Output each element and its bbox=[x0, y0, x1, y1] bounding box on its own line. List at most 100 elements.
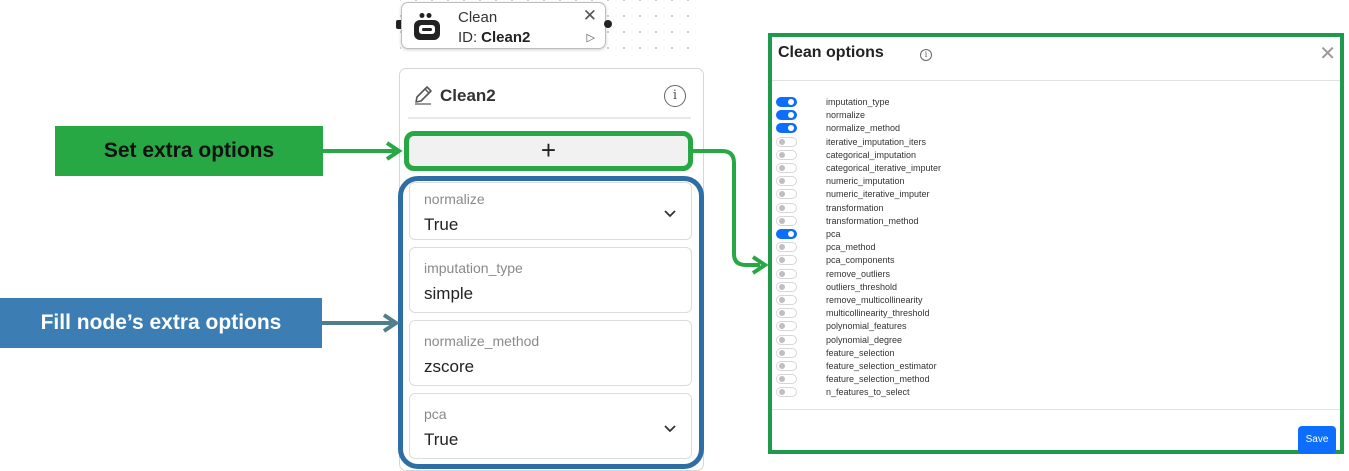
divider bbox=[772, 409, 1340, 410]
toggle-knob bbox=[788, 231, 794, 237]
option-row[interactable]: multicollinearity_threshold bbox=[776, 307, 1076, 320]
field-value: zscore bbox=[424, 357, 475, 376]
option-row[interactable]: iterative_imputation_iters bbox=[776, 136, 1076, 149]
option-toggle[interactable] bbox=[776, 347, 797, 358]
play-icon[interactable]: ▷ bbox=[586, 32, 595, 44]
toggle-knob bbox=[779, 217, 785, 224]
toggle-knob bbox=[779, 138, 785, 145]
save-button[interactable]: Save bbox=[1298, 426, 1336, 454]
toggle-knob bbox=[779, 257, 785, 264]
node-type-label: Clean bbox=[458, 9, 498, 26]
option-toggle[interactable] bbox=[776, 189, 797, 200]
option-label: pca_components bbox=[826, 255, 895, 266]
option-row[interactable]: numeric_imputation bbox=[776, 175, 1076, 188]
toggle-knob bbox=[779, 178, 785, 185]
option-row[interactable]: feature_selection_method bbox=[776, 373, 1076, 386]
option-row[interactable]: polynomial_degree bbox=[776, 334, 1076, 347]
field-label: normalize bbox=[424, 191, 485, 207]
option-row[interactable]: transformation bbox=[776, 202, 1076, 215]
toggle-knob bbox=[779, 297, 785, 303]
toggle-knob bbox=[779, 310, 785, 317]
option-toggle[interactable] bbox=[776, 215, 797, 226]
option-row[interactable]: polynomial_features bbox=[776, 320, 1076, 333]
option-row[interactable]: feature_selection bbox=[776, 347, 1076, 360]
option-toggle[interactable] bbox=[776, 149, 797, 160]
field-label: normalize_method bbox=[424, 333, 540, 349]
option-toggle[interactable] bbox=[776, 110, 797, 121]
option-row[interactable]: normalize_method bbox=[776, 122, 1076, 135]
option-toggle[interactable] bbox=[776, 202, 797, 213]
option-toggle[interactable] bbox=[776, 321, 797, 332]
toggle-knob bbox=[779, 270, 785, 277]
option-row[interactable]: normalize bbox=[776, 109, 1076, 122]
chevron-down-icon[interactable] bbox=[663, 207, 677, 221]
field-value: True bbox=[424, 430, 459, 449]
option-row[interactable]: imputation_type bbox=[776, 96, 1076, 109]
close-icon[interactable]: ✕ bbox=[1319, 43, 1336, 65]
panel-title[interactable]: Clean2 bbox=[440, 86, 496, 105]
option-toggle[interactable] bbox=[776, 281, 797, 292]
node-input-handle[interactable] bbox=[396, 20, 403, 29]
option-row[interactable]: feature_selection_estimator bbox=[776, 360, 1076, 373]
option-row[interactable]: remove_outliers bbox=[776, 268, 1076, 281]
option-label: polynomial_degree bbox=[826, 334, 903, 345]
callout-set-extra-options: Set extra options bbox=[55, 126, 323, 176]
toggle-knob bbox=[779, 349, 785, 356]
option-row[interactable]: transformation_method bbox=[776, 215, 1076, 228]
option-row[interactable]: pca_components bbox=[776, 254, 1076, 267]
toggle-knob bbox=[779, 204, 785, 211]
node-clean2[interactable]: Clean ID:Clean2 ✕ ▷ bbox=[401, 2, 606, 49]
info-icon[interactable]: i bbox=[920, 49, 932, 61]
option-toggle[interactable] bbox=[776, 255, 797, 266]
option-toggle[interactable] bbox=[776, 123, 797, 134]
option-row[interactable]: pca bbox=[776, 228, 1076, 241]
field-normalize[interactable]: normalize True bbox=[409, 182, 692, 240]
option-toggle[interactable] bbox=[776, 136, 797, 147]
robot-icon bbox=[414, 13, 440, 40]
toggle-knob bbox=[788, 125, 794, 132]
field-pca[interactable]: pca True bbox=[409, 393, 692, 459]
option-row[interactable]: n_features_to_select bbox=[776, 386, 1076, 399]
option-toggle[interactable] bbox=[776, 387, 797, 398]
option-toggle[interactable] bbox=[776, 176, 797, 187]
node-output-handle[interactable] bbox=[604, 20, 612, 28]
option-toggle[interactable] bbox=[776, 97, 797, 107]
extra-options-highlight bbox=[398, 176, 704, 469]
option-row[interactable]: numeric_iterative_imputer bbox=[776, 188, 1076, 201]
option-label: transformation_method bbox=[826, 215, 919, 226]
option-toggle[interactable] bbox=[776, 361, 797, 371]
option-label: numeric_iterative_imputer bbox=[826, 189, 930, 200]
pencil-icon[interactable] bbox=[412, 84, 434, 106]
close-icon[interactable]: ✕ bbox=[582, 6, 597, 25]
option-toggle[interactable] bbox=[776, 242, 797, 253]
toggle-knob bbox=[788, 99, 794, 105]
option-toggle[interactable] bbox=[776, 295, 797, 305]
option-label: normalize_method bbox=[826, 123, 901, 134]
toggle-knob bbox=[779, 191, 785, 198]
toggle-knob bbox=[779, 151, 785, 158]
modal-title: Clean options bbox=[778, 44, 884, 61]
option-row[interactable]: outliers_threshold bbox=[776, 281, 1076, 294]
option-toggle[interactable] bbox=[776, 229, 797, 239]
option-toggle[interactable] bbox=[776, 374, 797, 385]
option-toggle[interactable] bbox=[776, 334, 797, 345]
option-toggle[interactable] bbox=[776, 308, 797, 319]
option-toggle[interactable] bbox=[776, 268, 797, 279]
info-icon[interactable]: i bbox=[664, 85, 686, 107]
field-normalize-method[interactable]: normalize_method zscore bbox=[409, 320, 692, 386]
callout-fill-extra-options: Fill node’s extra options bbox=[0, 298, 322, 348]
option-toggle[interactable] bbox=[776, 163, 797, 173]
node-id: ID:Clean2 bbox=[458, 29, 530, 46]
option-label: n_features_to_select bbox=[826, 387, 910, 398]
option-label: categorical_imputation bbox=[826, 149, 917, 160]
option-label: imputation_type bbox=[826, 97, 890, 107]
add-extra-option-button[interactable]: + bbox=[404, 131, 693, 171]
toggle-knob bbox=[779, 363, 785, 369]
option-row[interactable]: remove_multicollinearity bbox=[776, 294, 1076, 307]
option-row[interactable]: pca_method bbox=[776, 241, 1076, 254]
field-imputation-type[interactable]: imputation_type simple bbox=[409, 247, 692, 313]
option-row[interactable]: categorical_imputation bbox=[776, 149, 1076, 162]
option-row[interactable]: categorical_iterative_imputer bbox=[776, 162, 1076, 175]
chevron-down-icon[interactable] bbox=[663, 422, 677, 436]
